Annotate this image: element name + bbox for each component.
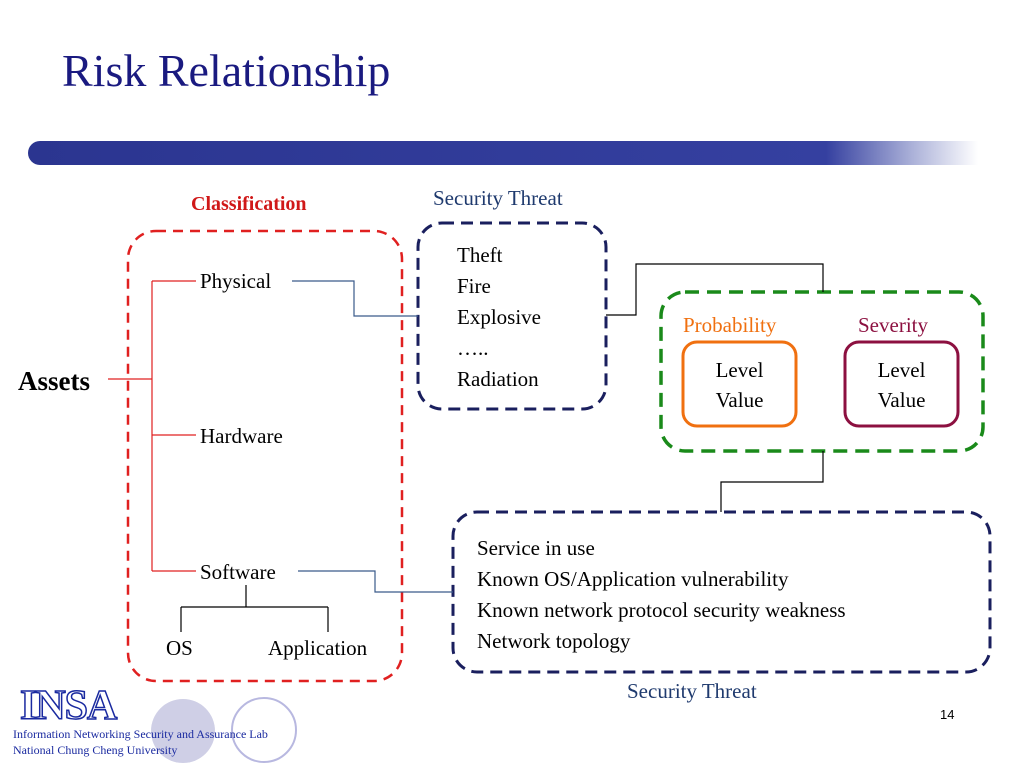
threat-item: ….. — [457, 336, 489, 360]
footer-university: National Chung Cheng University — [13, 743, 178, 757]
connector-software-threat — [298, 570, 453, 593]
severity-level: Level — [877, 358, 926, 382]
security-threat-bottom-label: Security Threat — [627, 679, 757, 703]
assets-label: Assets — [18, 366, 90, 396]
slide-title: Risk Relationship — [62, 45, 391, 96]
threat-item: Radiation — [457, 367, 539, 391]
severity-values: Level Value — [845, 355, 958, 415]
classification-item-software: Software — [200, 560, 276, 584]
risk-box — [659, 290, 985, 453]
classification-box — [126, 229, 404, 683]
title-underline-bar — [28, 141, 978, 165]
footer-circle-outline — [231, 697, 297, 763]
severity-box — [843, 340, 960, 428]
probability-label: Probability — [683, 313, 777, 337]
classification-item-hardware: Hardware — [200, 424, 283, 448]
footer-lab-name: Information Networking Security and Assu… — [13, 727, 268, 741]
software-child-application: Application — [268, 636, 368, 660]
footer-circle-filled — [151, 699, 215, 763]
software-tree-lines — [180, 585, 329, 632]
severity-label: Severity — [858, 313, 928, 337]
probability-level: Level — [715, 358, 764, 382]
security-threat-bottom-list: Service in use Known OS/Application vuln… — [477, 533, 846, 657]
probability-value: Value — [715, 388, 764, 412]
insa-logo: INSA — [19, 682, 118, 730]
software-child-os: OS — [166, 636, 193, 660]
threat-item: Network topology — [477, 629, 631, 653]
classification-item-physical: Physical — [200, 269, 272, 293]
connector-physical-threat — [292, 280, 418, 317]
probability-box — [681, 340, 798, 428]
classification-heading: Classification — [191, 193, 307, 215]
threat-item: Explosive — [457, 305, 541, 329]
security-threat-top-list: Theft Fire Explosive ….. Radiation — [457, 240, 541, 395]
connector-threat-risk — [606, 263, 824, 316]
page-number: 14 — [940, 707, 955, 722]
threat-item: Service in use — [477, 536, 595, 560]
threat-item: Fire — [457, 274, 491, 298]
assets-tree-lines — [108, 280, 196, 572]
probability-values: Level Value — [683, 355, 796, 415]
threat-item: Theft — [457, 243, 503, 267]
threat-item: Known network protocol security weakness — [477, 598, 846, 622]
connector-risk-threat — [720, 451, 824, 512]
threat-item: Known OS/Application vulnerability — [477, 567, 789, 591]
severity-value: Value — [877, 388, 926, 412]
security-threat-top-label: Security Threat — [433, 186, 563, 210]
